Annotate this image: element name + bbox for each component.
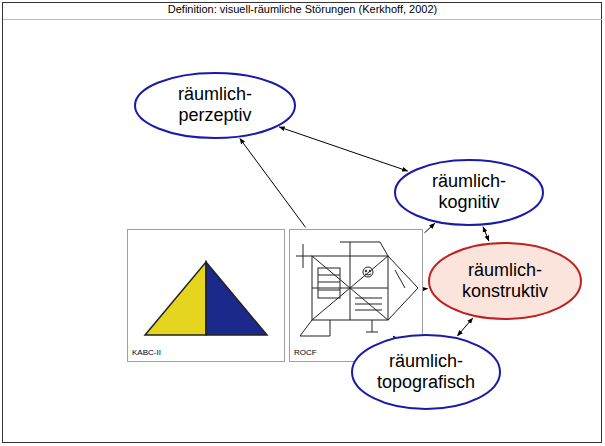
relation-arrow — [425, 288, 427, 289]
image-caption: ROCF — [290, 348, 317, 361]
node-label: räumlich- konstruktiv — [453, 260, 557, 302]
category-ellipse: räumlich- kognitiv — [394, 159, 544, 226]
image-caption: KABC-II — [128, 348, 161, 361]
highlight-ellipse: räumlich- konstruktiv — [428, 242, 582, 320]
rocf-figure — [296, 242, 418, 336]
node-label: räumlich- kognitiv — [417, 171, 521, 213]
kabc-triangle — [145, 262, 267, 335]
relation-arrow — [458, 318, 473, 336]
slide-frame — [3, 3, 602, 443]
title-rule — [3, 19, 602, 20]
slide-title: Definition: visuell-räumliche Störungen … — [0, 3, 605, 16]
test-image: KABC-II — [127, 229, 285, 362]
node-label: räumlich- perzeptiv — [163, 84, 267, 126]
relation-arrow — [483, 227, 489, 241]
node-label: räumlich- topografisch — [374, 351, 478, 393]
relation-arrow — [279, 127, 407, 171]
category-ellipse: räumlich- topografisch — [351, 334, 501, 410]
relation-arrow — [425, 224, 435, 233]
category-ellipse: räumlich- perzeptiv — [134, 72, 296, 139]
relation-arrow — [240, 139, 306, 228]
